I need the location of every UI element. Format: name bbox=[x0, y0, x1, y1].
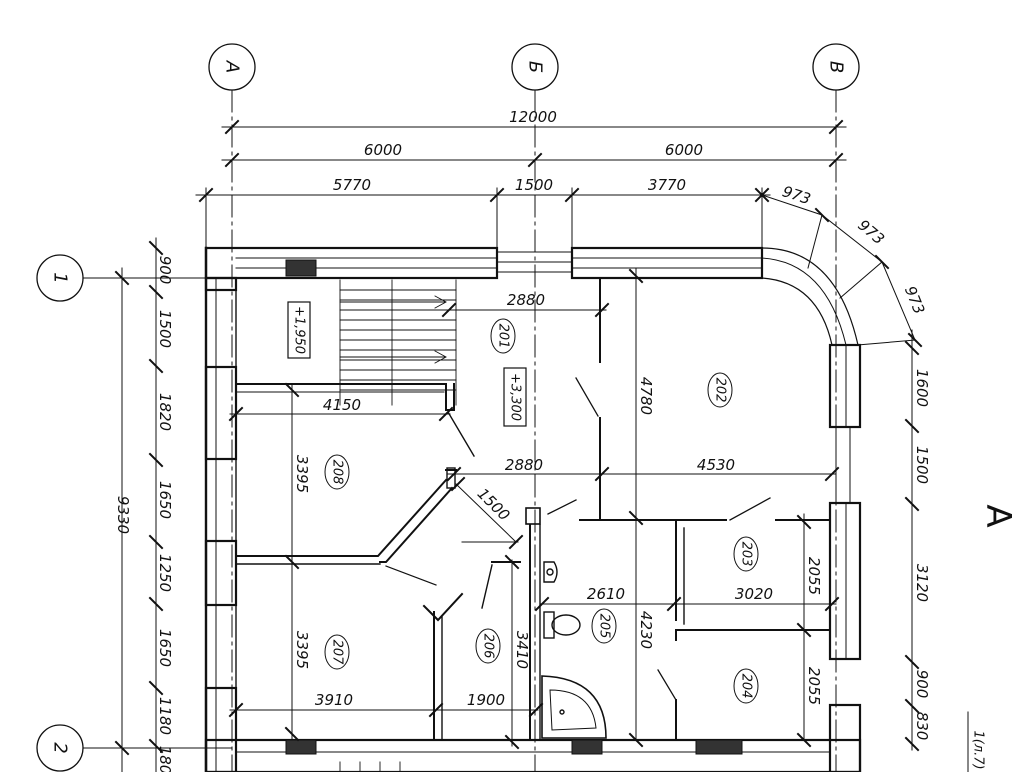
dim-1820: 1820 bbox=[156, 393, 174, 431]
room-203: 203 bbox=[739, 542, 754, 567]
room-208: 208 bbox=[330, 460, 345, 485]
sink-icon bbox=[543, 561, 558, 583]
dim-2610: 2610 bbox=[587, 585, 625, 603]
axis-bubbles: А Б В 1 2 bbox=[36, 43, 860, 772]
dim-4230: 4230 bbox=[637, 611, 655, 649]
axis-label-1: 1 bbox=[50, 272, 71, 283]
toilet-icon bbox=[543, 611, 581, 639]
room-202: 202 bbox=[713, 378, 728, 403]
dim-900-left: 900 bbox=[156, 256, 174, 285]
level-floor: +3,300 bbox=[508, 373, 523, 421]
axis-label-v: В bbox=[826, 61, 847, 73]
dim-1650-b: 1650 bbox=[156, 629, 174, 667]
dim-3770: 3770 bbox=[648, 176, 686, 194]
room-201: 201 bbox=[496, 324, 511, 349]
vent-blocks bbox=[285, 259, 743, 755]
axis-bubble-1 bbox=[36, 254, 84, 302]
dim-2055-b: 2055 bbox=[805, 667, 823, 705]
level-stair: +1,950 bbox=[292, 306, 307, 354]
dim-1500-left: 1500 bbox=[156, 310, 174, 348]
room-tags: 201 202 203 204 205 206 207 208 bbox=[324, 318, 759, 704]
right-dimension-chain: 1600 1500 3120 900 830 bbox=[904, 329, 931, 752]
axis-label-a: А bbox=[222, 60, 243, 73]
dim-1500-right: 1500 bbox=[913, 446, 931, 484]
room-205: 205 bbox=[597, 614, 612, 639]
top-dimension-chains: 12000 6000 6000 5770 1500 3770 973 973 9… bbox=[195, 108, 928, 348]
section-mark: А 1(л.7) bbox=[967, 504, 1018, 772]
dim-1250: 1250 bbox=[156, 554, 174, 592]
dim-1500-top: 1500 bbox=[515, 176, 553, 194]
dim-1900: 1900 bbox=[467, 691, 505, 709]
dim-830: 830 bbox=[913, 712, 931, 741]
dim-1600-right: 1600 bbox=[913, 369, 931, 407]
dim-1180: 1180 bbox=[156, 697, 174, 735]
dim-2880-top: 2880 bbox=[507, 291, 545, 309]
dim-6000-left: 6000 bbox=[364, 141, 402, 159]
dim-3910: 3910 bbox=[315, 691, 353, 709]
dim-3020: 3020 bbox=[735, 585, 773, 603]
dim-4530: 4530 bbox=[697, 456, 735, 474]
dim-12000: 12000 bbox=[509, 108, 557, 126]
dim-973-a: 973 bbox=[780, 182, 813, 208]
stair bbox=[339, 279, 457, 772]
dim-973-b: 973 bbox=[854, 216, 888, 248]
dim-2880-mid: 2880 bbox=[505, 456, 543, 474]
axis-bubble-a bbox=[208, 43, 256, 91]
dim-3395-a: 3395 bbox=[293, 455, 311, 493]
axis-label-2: 2 bbox=[50, 742, 71, 753]
room-207: 207 bbox=[330, 640, 345, 666]
dim-900-right: 900 bbox=[913, 670, 931, 699]
dim-3395-b: 3395 bbox=[293, 631, 311, 669]
dim-3120: 3120 bbox=[913, 564, 931, 602]
dim-1650-a: 1650 bbox=[156, 481, 174, 519]
corner-bath-icon bbox=[541, 675, 607, 739]
dim-973-c: 973 bbox=[901, 283, 928, 316]
left-dimension-chains: 9330 900 1500 1820 1650 1250 1650 1180 1… bbox=[114, 237, 174, 772]
interior-walls bbox=[235, 279, 831, 741]
room-206: 206 bbox=[481, 634, 496, 659]
dim-4150: 4150 bbox=[323, 396, 361, 414]
dim-3410: 3410 bbox=[513, 631, 531, 669]
axis-bubble-v bbox=[812, 43, 860, 91]
dim-5770: 5770 bbox=[333, 176, 371, 194]
plumbing-fixtures bbox=[541, 561, 607, 739]
section-mark-label: А bbox=[978, 504, 1018, 527]
level-marks: +1,950 +3,300 bbox=[287, 301, 527, 427]
dim-6000-right: 6000 bbox=[665, 141, 703, 159]
axis-label-b: Б bbox=[525, 61, 546, 73]
dim-2055-a: 2055 bbox=[805, 557, 823, 595]
dim-4780: 4780 bbox=[637, 377, 655, 415]
dim-9330: 9330 bbox=[114, 496, 132, 534]
dim-1500-diag: 1500 bbox=[474, 485, 514, 525]
room-204: 204 bbox=[739, 674, 754, 699]
sheet-reference: 1(л.7) bbox=[971, 730, 986, 769]
axis-bubble-2 bbox=[36, 724, 84, 772]
dim-180: 180 bbox=[156, 746, 174, 772]
axis-bubble-b bbox=[511, 43, 559, 91]
